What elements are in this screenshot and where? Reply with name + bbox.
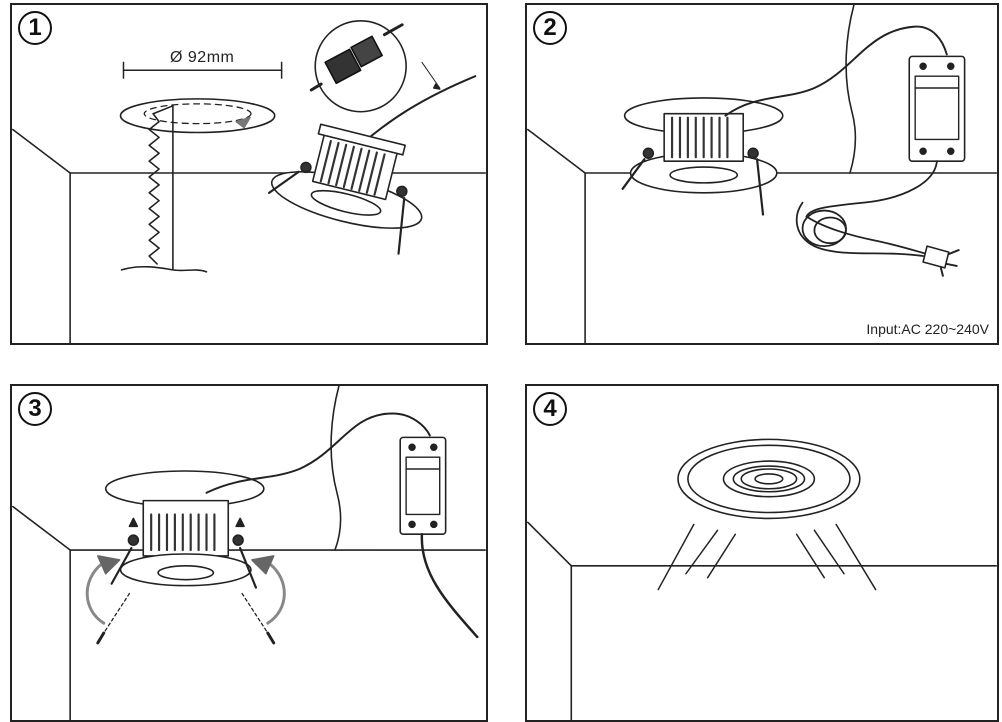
spring-clip-screw-icon [127, 534, 140, 546]
room-corner [527, 521, 997, 720]
step-4-illustration [527, 438, 997, 720]
step-number-badge: 1 [18, 11, 52, 45]
step-4-panel: 4 [525, 384, 999, 722]
up-arrow-icon [128, 517, 245, 528]
step-1-illustration [12, 20, 486, 343]
step-2-illustration [527, 5, 997, 343]
power-cord [420, 532, 479, 639]
step-number-badge: 2 [533, 11, 567, 45]
cable [363, 75, 477, 143]
arrow-icon [251, 555, 275, 575]
fastener-icon [103, 592, 269, 634]
power-cord [795, 160, 938, 257]
step-3-illustration [12, 386, 486, 720]
step-1-panel: 1 Ø 92mm [10, 3, 488, 345]
spring-clip-screw-icon [300, 161, 312, 174]
downlight [621, 112, 778, 216]
diameter-label: Ø 92mm [170, 49, 235, 66]
spring-clip-screw-icon [396, 185, 408, 198]
conduit [845, 5, 857, 174]
plug-icon [922, 245, 960, 277]
downlight [267, 123, 423, 255]
arrow-icon [97, 555, 121, 575]
spring-clip-screw-icon [747, 147, 759, 159]
conduit [330, 386, 342, 551]
light-rays [657, 523, 877, 591]
step-number-badge: 3 [18, 392, 52, 426]
diameter-dimension [122, 61, 283, 79]
spring-clip-screw-icon [232, 534, 244, 546]
downlight [110, 499, 258, 589]
step-3-panel: 3 [10, 384, 488, 722]
step-number-badge: 4 [533, 392, 567, 426]
room-corner [12, 505, 486, 720]
fastener-icon [96, 631, 276, 645]
cable [205, 412, 431, 494]
installed-downlight [677, 438, 861, 520]
led-driver [908, 55, 966, 162]
saw-icon [120, 105, 208, 273]
connector-detail [309, 20, 441, 113]
input-voltage-label: Input:AC 220~240V [866, 321, 989, 337]
cable [724, 25, 948, 117]
step-2-panel: 2 Input:AC 220~240V [525, 3, 999, 345]
room-corner [12, 128, 486, 343]
spring-clip-screw-icon [642, 147, 655, 159]
led-driver [399, 436, 447, 536]
rotate-arrow-icon [235, 116, 251, 129]
ceiling-hole [119, 98, 276, 134]
bend-arrow-icon [85, 562, 286, 625]
